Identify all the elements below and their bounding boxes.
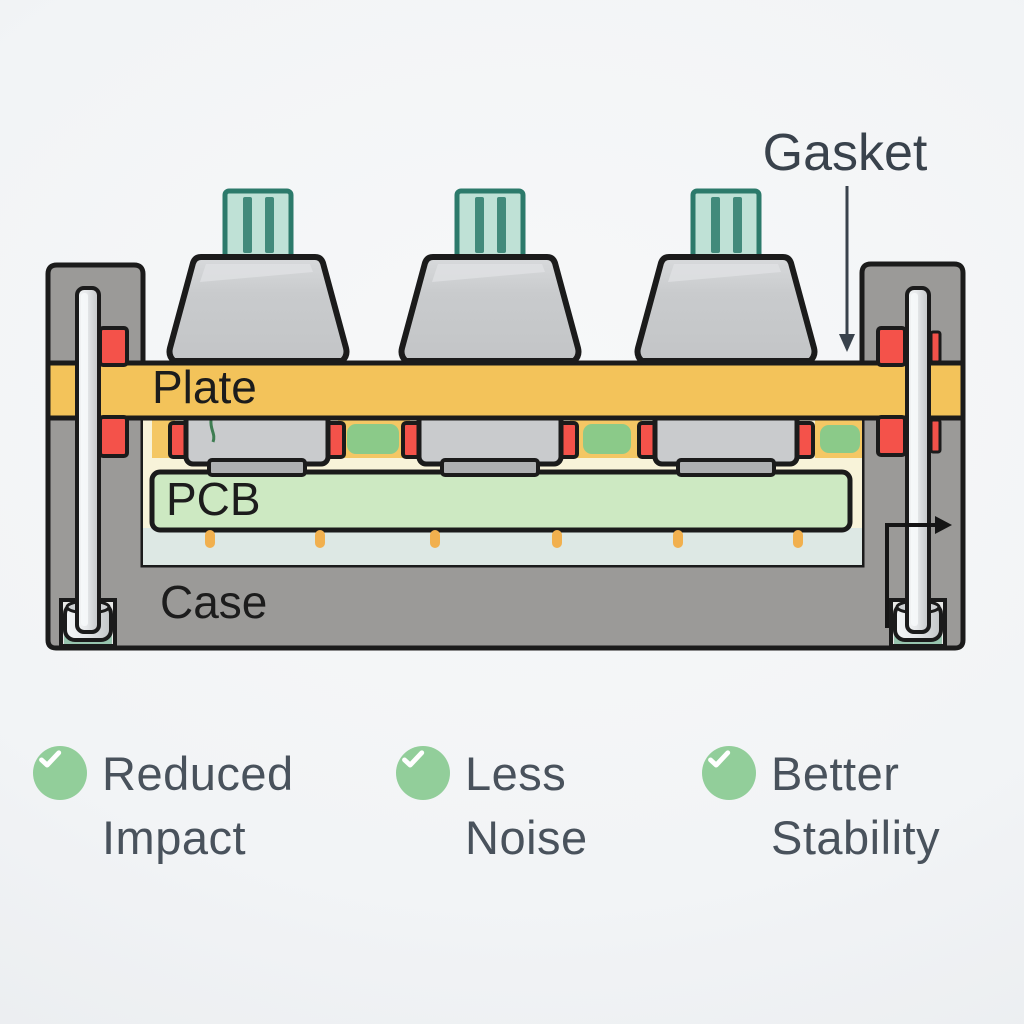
benefit-line2: Stability	[771, 811, 941, 864]
check-icon	[39, 750, 62, 768]
gasket-pad	[347, 424, 399, 454]
benefit-less-noise: Less Noise	[396, 742, 588, 870]
benefit-line1: Reduced	[102, 747, 294, 800]
switch-1-lower	[170, 414, 344, 475]
benefit-line2: Impact	[102, 811, 247, 864]
pcb-label: PCB	[166, 473, 261, 525]
mounting-screw-left	[75, 286, 101, 634]
gasket-sliver	[929, 418, 942, 454]
solder-joints	[205, 530, 803, 548]
case-label: Case	[160, 576, 267, 628]
mounting-screw-right	[905, 286, 931, 634]
solder-joint	[793, 530, 803, 548]
exit-arrow-head	[935, 516, 952, 534]
benefit-label: Less Noise	[465, 742, 588, 870]
switch-3-lower	[639, 414, 813, 475]
wall-gaskets	[98, 326, 942, 458]
benefit-line2: Noise	[465, 811, 588, 864]
solder-joint	[673, 530, 683, 548]
check-icon	[402, 750, 425, 768]
benefit-label: Better Stability	[771, 742, 940, 870]
solder-joint	[430, 530, 440, 548]
solder-joint	[552, 530, 562, 548]
benefit-better-stability: Better Stability	[702, 742, 940, 870]
solder-joint	[205, 530, 215, 548]
exit-arrow-line	[885, 523, 938, 628]
gasket-pad	[583, 424, 631, 454]
wire-detail	[209, 419, 216, 443]
solder-joint	[315, 530, 325, 548]
switch-1	[170, 191, 347, 361]
gasket-sliver	[929, 330, 942, 364]
gasket-arrow	[839, 186, 855, 352]
check-circle-icon	[33, 746, 87, 800]
benefit-line1: Less	[465, 747, 567, 800]
benefit-line1: Better	[771, 747, 900, 800]
benefit-label: Reduced Impact	[102, 742, 294, 870]
case-body	[45, 261, 966, 651]
check-circle-icon	[396, 746, 450, 800]
check-icon	[708, 750, 731, 768]
foam-layer	[143, 528, 862, 565]
switch-3	[638, 191, 815, 361]
gasket-right-top	[876, 326, 907, 367]
gasket-pad	[820, 425, 860, 453]
check-circle-icon	[702, 746, 756, 800]
switch-2-lower	[403, 414, 577, 475]
switch-2	[402, 191, 579, 361]
gasket-label: Gasket	[763, 124, 928, 182]
plate-tabs	[152, 418, 862, 458]
benefit-reduced-impact: Reduced Impact	[33, 742, 294, 870]
plate-layer	[45, 360, 966, 421]
gasket-right-bottom	[876, 415, 907, 457]
gasket-left-bottom	[98, 415, 129, 458]
plate-label: Plate	[152, 361, 257, 413]
gasket-left-top	[98, 326, 129, 367]
gasket-arrow-head	[839, 334, 855, 352]
exit-arrow	[885, 516, 952, 628]
